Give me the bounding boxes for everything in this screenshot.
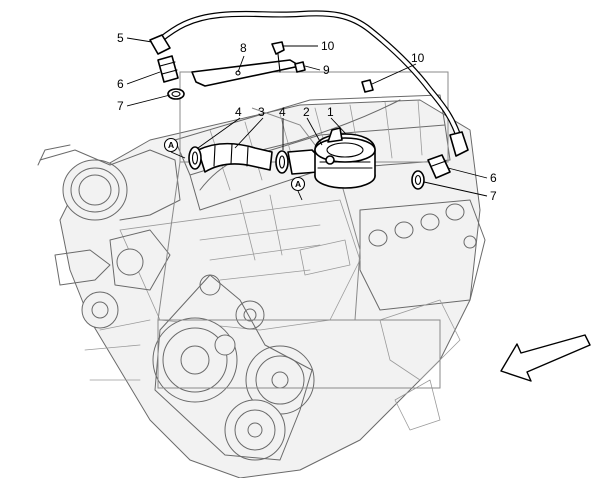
- callout-8: 8: [240, 41, 247, 55]
- reference-marker-a-right: A: [290, 176, 306, 201]
- callout-6-right: 6: [490, 171, 497, 185]
- callout-4-right: 4: [279, 105, 286, 119]
- callout-10-right: 10: [411, 51, 425, 65]
- hose-clamp-left: [188, 146, 202, 170]
- callout-10-top: 10: [321, 39, 335, 53]
- oil-separator: [314, 127, 376, 189]
- hose-clip-right: [361, 79, 374, 93]
- callout-9: 9: [323, 63, 330, 77]
- ac-compressor-pulley: [152, 317, 238, 403]
- reference-box-lower: [157, 319, 441, 389]
- callout-5: 5: [117, 31, 124, 45]
- hose-fitting-left: [149, 34, 171, 55]
- leader-lines: [126, 37, 488, 197]
- hose-clip-upper: [271, 41, 285, 73]
- callout-7-right: 7: [490, 189, 497, 203]
- front-direction-arrow-icon: [500, 334, 591, 382]
- callout-1: 1: [327, 105, 334, 119]
- callout-3: 3: [258, 105, 265, 119]
- o-ring-right: [411, 170, 425, 190]
- intake-hose: [197, 142, 273, 173]
- svg-text:A: A: [295, 179, 301, 189]
- svg-text:A: A: [168, 140, 174, 150]
- breather-hose-part: [149, 10, 469, 157]
- callout-2: 2: [303, 105, 310, 119]
- callout-labels: 5 6 7 8 10 9 10 1 2 3 4 4 6 7: [117, 31, 497, 203]
- reference-marker-a-left: A: [163, 137, 186, 159]
- hose-clamp-right: [275, 150, 289, 174]
- elbow-connector-left: [157, 55, 179, 83]
- callout-4-left: 4: [235, 105, 242, 119]
- callout-6-left: 6: [117, 77, 124, 91]
- bolt: [294, 61, 306, 73]
- throttle-body-inlet: [62, 159, 128, 221]
- o-ring-left: [167, 88, 185, 100]
- callout-7-left: 7: [117, 99, 124, 113]
- elbow-connector-right: [427, 154, 451, 179]
- hose-fitting-right: [449, 131, 469, 157]
- mounting-bracket: [191, 59, 301, 87]
